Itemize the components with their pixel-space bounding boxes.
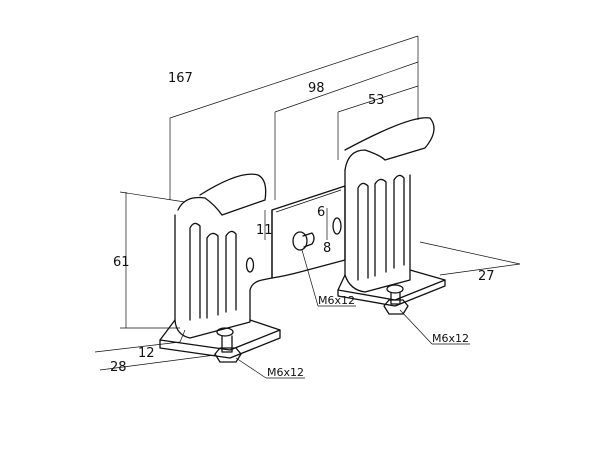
right-clip [337,117,446,315]
dimension-98: 98 [274,61,419,200]
bolt-callout-center: M6x12 [301,249,356,307]
dimension-167: 167 [168,35,419,200]
dim-label-6: 6 [317,205,325,220]
dim-label-8: 8 [323,241,331,256]
bolt-callout-left: M6x12 [235,357,305,379]
bolt-label-left: M6x12 [267,366,304,379]
bolt-label-right: M6x12 [432,332,469,345]
bolt-label-center: M6x12 [318,294,355,307]
dim-label-28: 28 [110,360,127,375]
center-plate [271,185,346,279]
dim-label-11: 11 [256,223,273,238]
dimension-27: 27 [419,241,521,284]
dimension-61: 61 [113,191,186,329]
dim-label-53: 53 [368,93,385,108]
dim-label-27: 27 [478,269,495,284]
slot-dimensions: 11 6 8 [256,205,331,256]
dim-label-98: 98 [308,81,325,96]
dim-label-61: 61 [113,255,130,270]
dim-label-12: 12 [138,346,155,361]
dimension-12-28: 12 28 [94,329,216,375]
bolt-callout-right: M6x12 [399,309,470,345]
left-clip [159,173,281,363]
dimension-53: 53 [337,85,419,160]
dim-label-167: 167 [168,71,193,86]
